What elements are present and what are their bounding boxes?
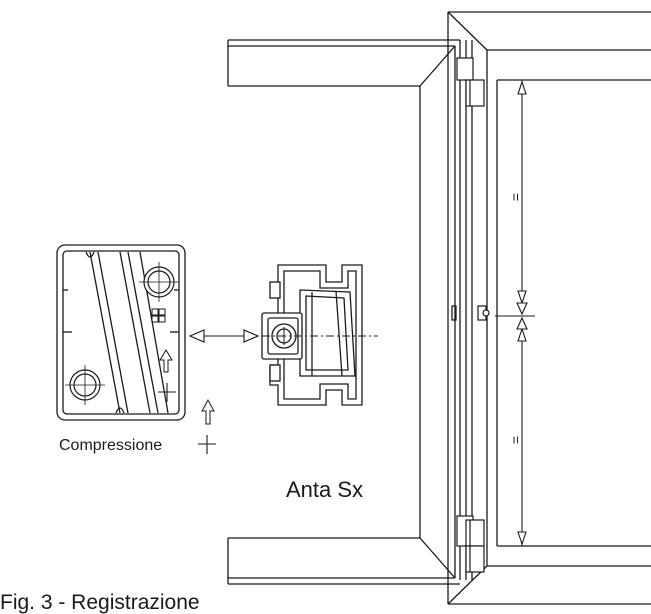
cam-screw-lower [65,365,105,405]
compression-cam [56,244,186,421]
hinge-top [456,57,485,107]
cam-screw-upper [139,262,179,302]
sash-profile [227,39,460,585]
leaf-label: Anta Sx [286,477,363,502]
cam-up-arrow-icon [159,349,173,373]
compression-label: Compressione [59,437,162,454]
cam-symbol [151,308,166,323]
compression-plus-icon [198,435,216,454]
dimension-equal-upper: = [508,193,524,201]
figure-caption: Fig. 3 - Registrazione [0,591,200,614]
dimension-equal-lower: = [508,436,524,444]
cam-plus-icon [158,383,176,402]
hinge-component [261,264,363,406]
hinge-bottom [456,515,485,573]
dimension-upper [500,79,530,305]
frame-top-bevel [447,11,488,51]
double-arrow-icon [188,329,260,343]
compression-up-arrow-icon [201,398,215,425]
dimension-lower [495,315,535,547]
handle-mechanism [477,305,490,321]
dimension-center-arrows [516,302,528,330]
